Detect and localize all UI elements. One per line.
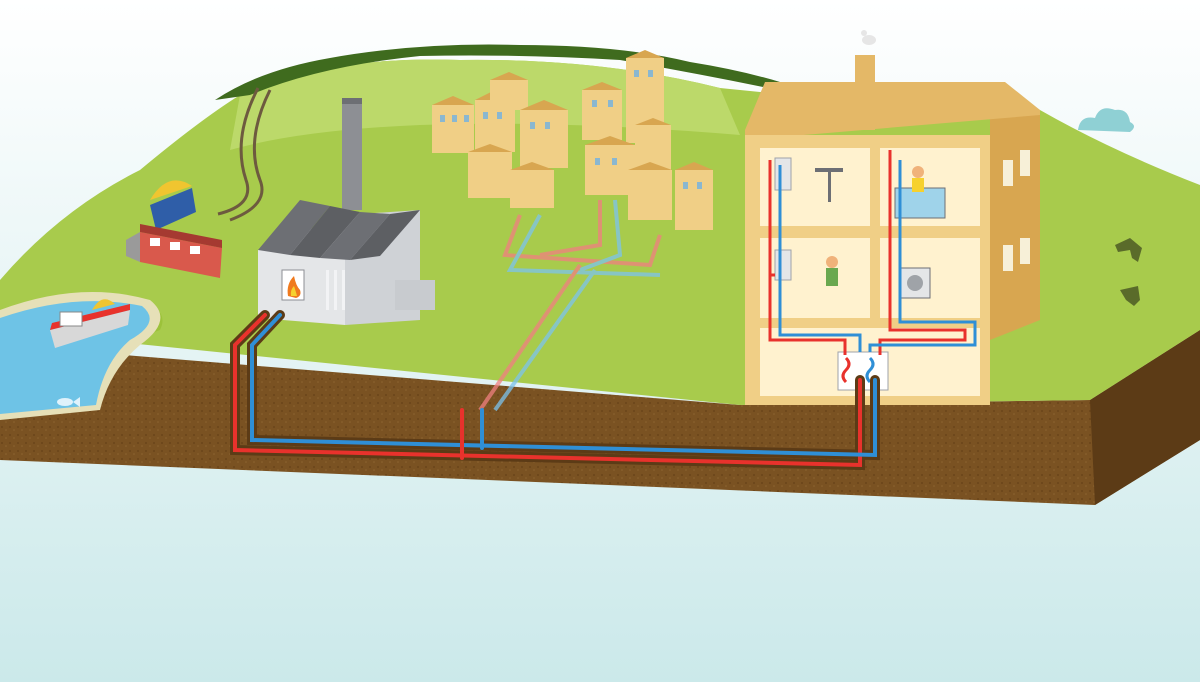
fire-icon xyxy=(287,276,301,298)
cutaway-house xyxy=(745,30,1040,405)
railway-track xyxy=(217,87,272,222)
soil-cross-section xyxy=(0,330,1200,505)
person-icon xyxy=(912,166,924,192)
cargo-ship-icon xyxy=(50,299,130,348)
town-distribution-pipes xyxy=(478,199,662,412)
locomotive-icon xyxy=(126,224,222,278)
radiator-icon xyxy=(774,249,792,281)
bathtub-icon xyxy=(894,187,946,219)
deer-icon xyxy=(1120,286,1140,306)
return-pipe xyxy=(250,313,877,458)
coal-wagon-icon xyxy=(150,180,196,230)
town-buildings xyxy=(432,50,713,230)
apartment-building-icon xyxy=(432,50,713,230)
underground-pipes xyxy=(230,310,880,471)
seagull-icon xyxy=(861,30,876,45)
power-plant-icon xyxy=(258,98,435,325)
fish-icon xyxy=(57,397,80,407)
supply-pipe xyxy=(233,313,862,468)
person-icon xyxy=(826,256,838,286)
washing-machine-icon xyxy=(899,267,931,299)
chimney-icon xyxy=(342,100,362,210)
cloud-icon xyxy=(1078,108,1134,132)
radiator-icon xyxy=(774,157,792,191)
house-heating-circuit xyxy=(768,150,977,355)
deer-icon xyxy=(1115,238,1142,262)
